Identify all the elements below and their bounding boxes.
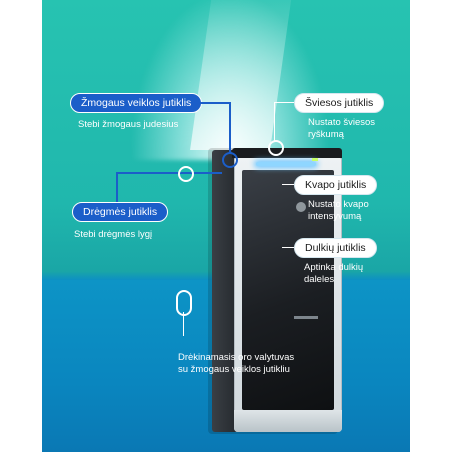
human-sensor-marker [222,152,238,168]
light-sensor-label: Šviesos jutiklis [294,93,385,113]
purifier-base [234,410,342,432]
light-sensor-desc-2: ryškumą [308,129,344,140]
dust-sensor-label: Dulkių jutiklis [294,238,377,258]
human-sensor-line [200,102,230,104]
light-sensor-desc-1: Nustato šviesos [308,117,376,128]
human-sensor-label: Žmogaus veiklos jutiklis [70,93,203,113]
dust-sensor-desc-1: Aptinka dulkių [304,262,364,273]
humidity-sensor-marker [178,166,194,182]
human-sensor-desc: Stebi žmogaus judesius [78,119,179,130]
light-sensor-marker [268,140,284,156]
humidity-sensor-line [116,172,222,174]
odor-sensor-desc-1: Nustato kvapo [308,199,369,210]
purifier-panel [242,170,334,410]
light-sensor-line-v [274,102,275,142]
purifier-indicator [312,158,318,161]
purifier-brand-mark [294,316,318,319]
purifier-top [232,148,342,158]
human-sensor-line-v [229,102,231,154]
dust-sensor-line [282,247,294,248]
caption-line-2: su žmogaus veiklos jutikliu [178,364,290,375]
caption-line [183,312,184,336]
humidity-sensor-line-v [116,172,118,202]
purifier-logo-icon [296,202,306,212]
humidity-sensor-label: Drėgmės jutiklis [72,202,169,222]
dust-sensor-desc-2: daleles [304,274,335,285]
odor-sensor-desc-2: intensyvumą [308,211,362,222]
humidifier-marker [176,290,192,316]
humidity-sensor-desc: Stebi drėgmės lygį [74,229,153,240]
light-sensor-line [274,102,294,103]
caption-line-1: Drėkinamasis oro valytuvas [178,352,295,363]
infographic-scene: Žmogaus veiklos jutiklis Stebi žmogaus j… [42,0,410,452]
odor-sensor-label: Kvapo jutiklis [294,175,378,195]
purifier-light-strip [256,162,316,166]
odor-sensor-line [282,184,294,185]
air-purifier-image [208,140,342,434]
